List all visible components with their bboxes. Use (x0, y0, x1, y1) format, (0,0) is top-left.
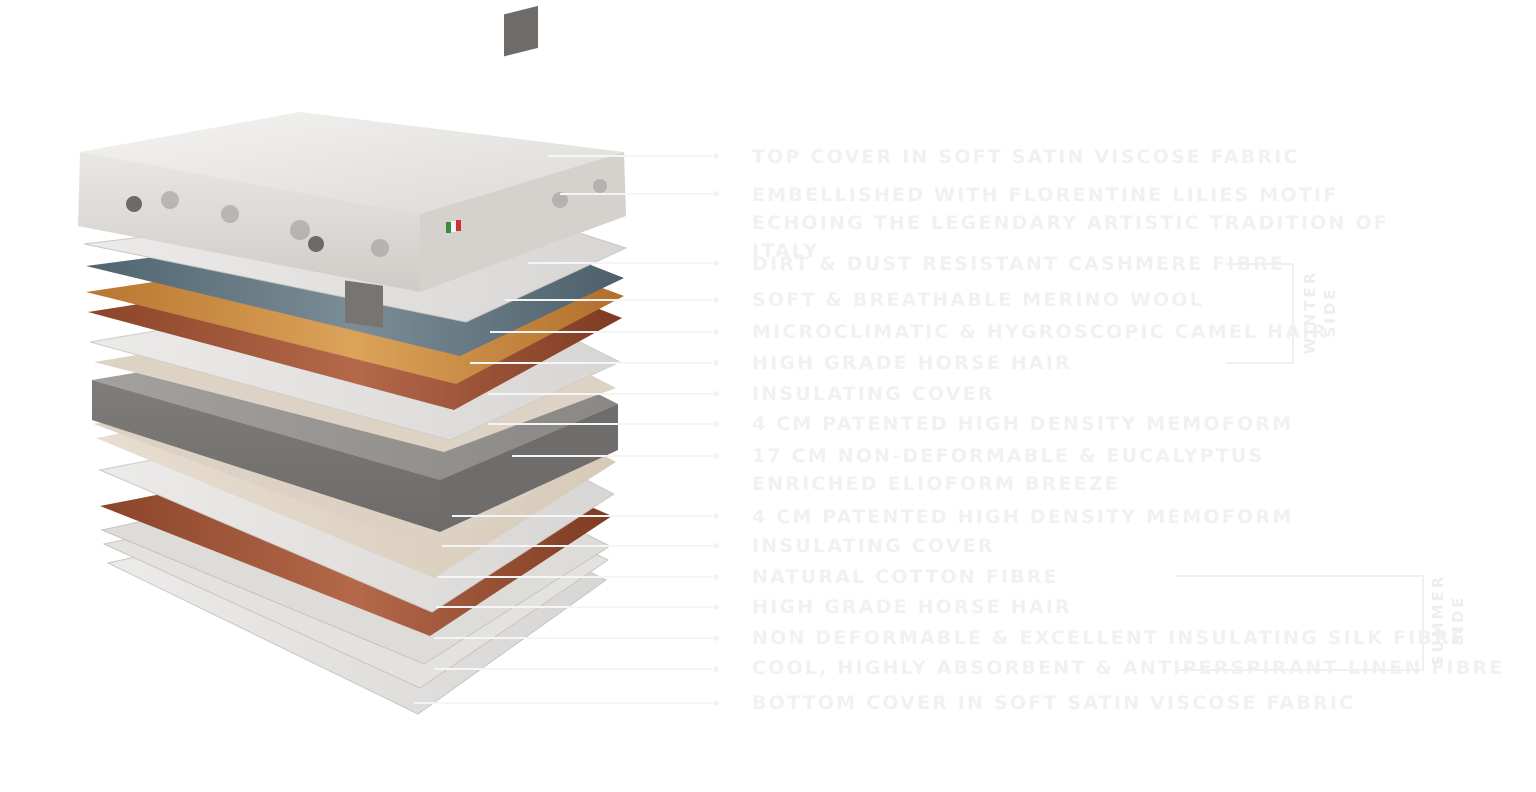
leader-dot (713, 700, 719, 706)
layer-label: HIGH GRADE HORSE HAIR (752, 596, 1072, 618)
winter-side-bracket (1226, 263, 1294, 364)
layer-label: NATURAL COTTON FIBRE (752, 566, 1059, 588)
leader-dot (713, 260, 719, 266)
layer-label: 17 CM NON-DEFORMABLE & EUCALYPTUS ENRICH… (752, 445, 1265, 495)
layer-label: SOFT & BREATHABLE MERINO WOOL (752, 289, 1205, 311)
leader-dot (713, 297, 719, 303)
leader-dot (713, 543, 719, 549)
layer-label: 4 CM PATENTED HIGH DENSITY MEMOFORM (752, 413, 1294, 435)
layer-label: TOP COVER IN SOFT SATIN VISCOSE FABRIC (752, 146, 1300, 168)
leader-dot (713, 604, 719, 610)
leader-dot (713, 391, 719, 397)
leader-dot (713, 329, 719, 335)
layer-label: COOL, HIGHLY ABSORBENT & ANTIPERSPIRANT … (752, 657, 1505, 679)
leader-dot (713, 360, 719, 366)
leader-dot (713, 453, 719, 459)
winter-side-label: WINTER SIDE (1301, 269, 1339, 355)
layer-label: DIRT & DUST RESISTANT CASHMERE FIBRE (752, 253, 1286, 275)
brand-label (504, 5, 538, 57)
layer-label: HIGH GRADE HORSE HAIR (752, 352, 1072, 374)
mattress-top-block (78, 5, 626, 328)
brand-label (345, 280, 383, 328)
leader-dot (713, 635, 719, 641)
leader-dot (713, 191, 719, 197)
leader-dot (713, 421, 719, 427)
lily-motif (161, 179, 607, 257)
summer-side-bracket (1176, 575, 1424, 671)
leader-dot (713, 574, 719, 580)
leader-dot (713, 666, 719, 672)
layer-label: NON DEFORMABLE & EXCELLENT INSULATING SI… (752, 627, 1467, 649)
layer-label: INSULATING COVER (752, 535, 995, 557)
leader-dot (713, 153, 719, 159)
leader-dot (713, 513, 719, 519)
layer-label: BOTTOM COVER IN SOFT SATIN VISCOSE FABRI… (752, 692, 1356, 714)
layer-label: EMBELLISHED WITH FLORENTINE LILIES MOTIF… (752, 184, 1389, 262)
italian-flag-icon (446, 220, 461, 233)
vent-grommet (126, 196, 142, 212)
layer-label: MICROCLIMATIC & HYGROSCOPIC CAMEL HAIR (752, 321, 1329, 343)
summer-side-label: SUMMER SIDE (1429, 573, 1467, 667)
leader-lines (414, 155, 712, 704)
layer-label: 4 CM PATENTED HIGH DENSITY MEMOFORM (752, 506, 1294, 528)
layer-label: INSULATING COVER (752, 383, 995, 405)
vent-grommet (308, 236, 324, 252)
